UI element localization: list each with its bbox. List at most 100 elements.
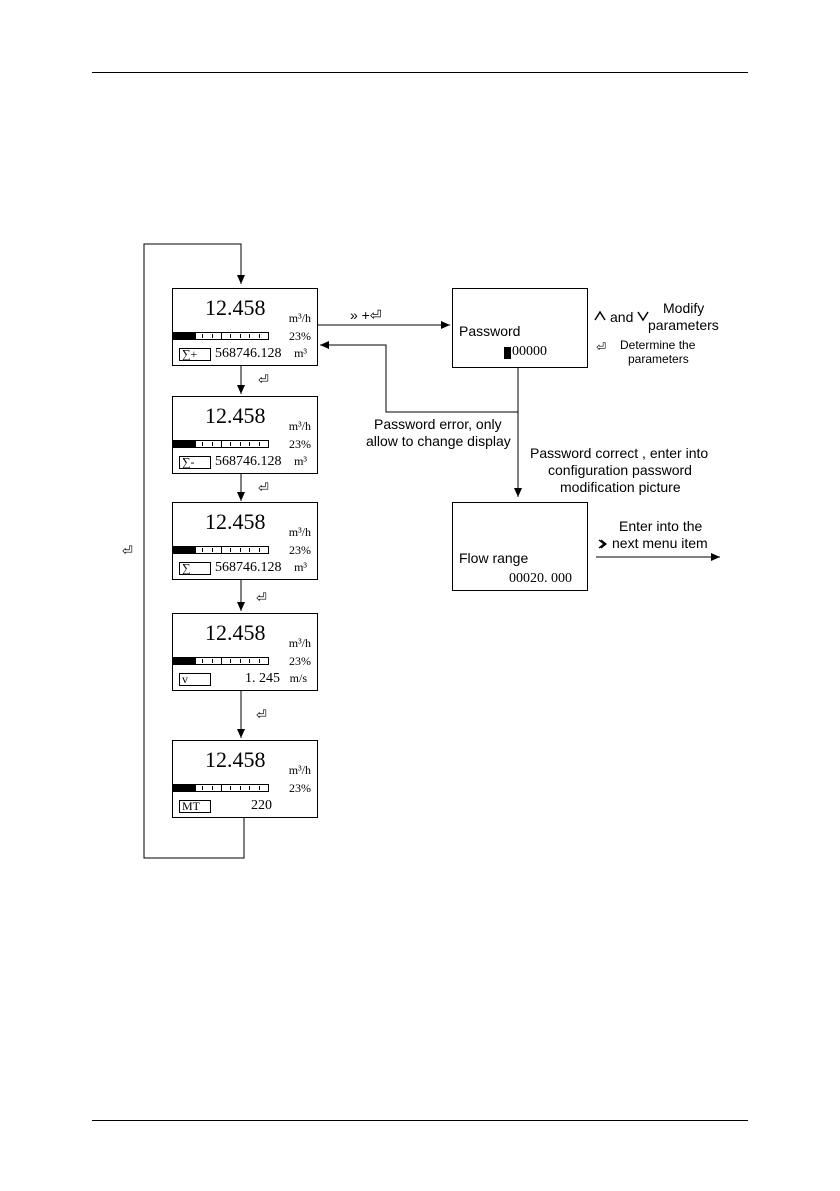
percent-bar-tick <box>221 547 222 553</box>
percent-bar-tick <box>211 786 213 790</box>
lcd-display-mt: 12.458 m³/h 23% MT 220 <box>172 740 318 818</box>
enter-icon: ⏎ <box>258 373 269 388</box>
percent-bar-tick <box>211 548 213 552</box>
percent-bar <box>173 784 269 792</box>
enter-icon: ⏎ <box>258 481 269 496</box>
total-tag: ∑+ <box>179 348 211 361</box>
percent-bar-tick <box>249 334 251 338</box>
enter-icon: ⏎ <box>596 340 607 354</box>
flow-unit: m³/h <box>288 525 311 539</box>
percent-value: 23% <box>289 437 311 451</box>
percent-bar-tick <box>258 786 260 790</box>
flow-value: 12.458 <box>205 295 266 320</box>
percent-bar-tick <box>230 334 232 338</box>
percent-bar-tick <box>239 659 241 663</box>
lcd-display-reverse-total: 12.458 m³/h 23% ∑- 568746.128 m³ <box>172 396 318 474</box>
percent-bar-tick <box>239 442 241 446</box>
header-rule <box>92 72 748 73</box>
percent-value: 23% <box>289 781 311 795</box>
percent-bar-fill <box>174 441 196 447</box>
flow-value: 12.458 <box>205 620 266 645</box>
percent-bar-fill <box>174 547 196 553</box>
total-unit: m³ <box>294 454 307 468</box>
percent-bar <box>173 332 269 340</box>
and-label: and <box>610 309 634 325</box>
password-box: Password 00000 <box>452 288 588 368</box>
percent-bar-tick <box>183 334 185 338</box>
percent-bar-tick <box>183 659 185 663</box>
percent-bar-tick <box>211 659 213 663</box>
percent-bar-tick <box>239 334 241 338</box>
percent-value: 23% <box>289 329 311 343</box>
percent-bar-tick <box>258 548 260 552</box>
percent-bar-tick <box>221 785 222 791</box>
total-value: 220 <box>251 798 272 813</box>
shortcut-label: » +⏎ <box>350 307 382 323</box>
enter-icon: ⏎ <box>256 708 267 723</box>
arrow-password-error <box>320 341 519 413</box>
password-error-line2: allow to change display <box>366 433 511 449</box>
percent-bar-tick <box>249 659 251 663</box>
lcd-display-net-total: 12.458 m³/h 23% ∑ 568746.128 m³ <box>172 502 318 580</box>
flow-unit: m³/h <box>288 419 311 433</box>
percent-bar <box>173 546 269 554</box>
password-correct-line1: Password correct , enter into <box>530 445 709 461</box>
total-value: 568746.128 <box>215 560 282 575</box>
percent-bar-tick <box>183 786 185 790</box>
flow-value: 12.458 <box>205 747 266 772</box>
right-chevron-icon <box>598 539 607 549</box>
percent-bar-tick <box>221 333 222 339</box>
percent-bar-tick <box>202 548 204 552</box>
percent-bar-tick <box>211 334 213 338</box>
cursor-block <box>504 347 511 359</box>
total-tag: ∑- <box>179 456 211 469</box>
percent-bar-tick <box>239 548 241 552</box>
percent-bar-tick <box>258 442 260 446</box>
percent-bar-tick <box>230 442 232 446</box>
loop-line <box>143 243 245 859</box>
percent-bar-tick <box>202 786 204 790</box>
up-triangle-icon <box>594 310 606 321</box>
enter-icon: ⏎ <box>122 544 133 559</box>
percent-value: 23% <box>289 543 311 557</box>
password-error-line1: Password error, only <box>374 416 502 432</box>
percent-bar-tick <box>192 548 194 552</box>
flow-value: 12.458 <box>205 509 266 534</box>
modify-label-line1: Modify <box>663 300 705 316</box>
percent-bar <box>173 657 269 665</box>
total-tag: ∑ <box>179 562 211 575</box>
total-value: 568746.128 <box>215 454 282 469</box>
password-correct-line2: configuration password <box>548 462 692 478</box>
total-unit: m/s <box>289 671 307 685</box>
lcd-display-forward-total: 12.458 m³/h 23% ∑+ 568746.128 m³ <box>172 288 318 366</box>
flow-unit: m³/h <box>288 636 311 650</box>
down-triangle-icon <box>637 311 649 322</box>
total-unit: m³ <box>294 346 307 360</box>
percent-bar-tick <box>230 659 232 663</box>
percent-bar-tick <box>249 786 251 790</box>
flow-range-value: 00020. 000 <box>509 571 572 586</box>
percent-bar-fill <box>174 658 196 664</box>
percent-bar-tick <box>258 334 260 338</box>
percent-bar-fill <box>174 785 196 791</box>
total-unit: m³ <box>294 560 307 574</box>
flow-range-box: Flow range 00020. 000 <box>452 502 588 591</box>
modify-label-line2: parameters <box>648 317 719 333</box>
percent-bar <box>173 440 269 448</box>
percent-bar-tick <box>192 659 194 663</box>
percent-bar-tick <box>192 786 194 790</box>
password-correct-line3: modification picture <box>560 479 681 495</box>
total-value: 568746.128 <box>215 346 282 361</box>
password-value: 00000 <box>512 344 547 359</box>
total-value: 1. 245 <box>245 671 280 686</box>
percent-bar-tick <box>202 659 204 663</box>
footer-rule <box>92 1120 748 1121</box>
percent-bar-tick <box>183 442 185 446</box>
percent-bar-tick <box>230 548 232 552</box>
flow-unit: m³/h <box>288 311 311 325</box>
percent-bar-tick <box>211 442 213 446</box>
percent-bar-tick <box>202 334 204 338</box>
percent-value: 23% <box>289 654 311 668</box>
